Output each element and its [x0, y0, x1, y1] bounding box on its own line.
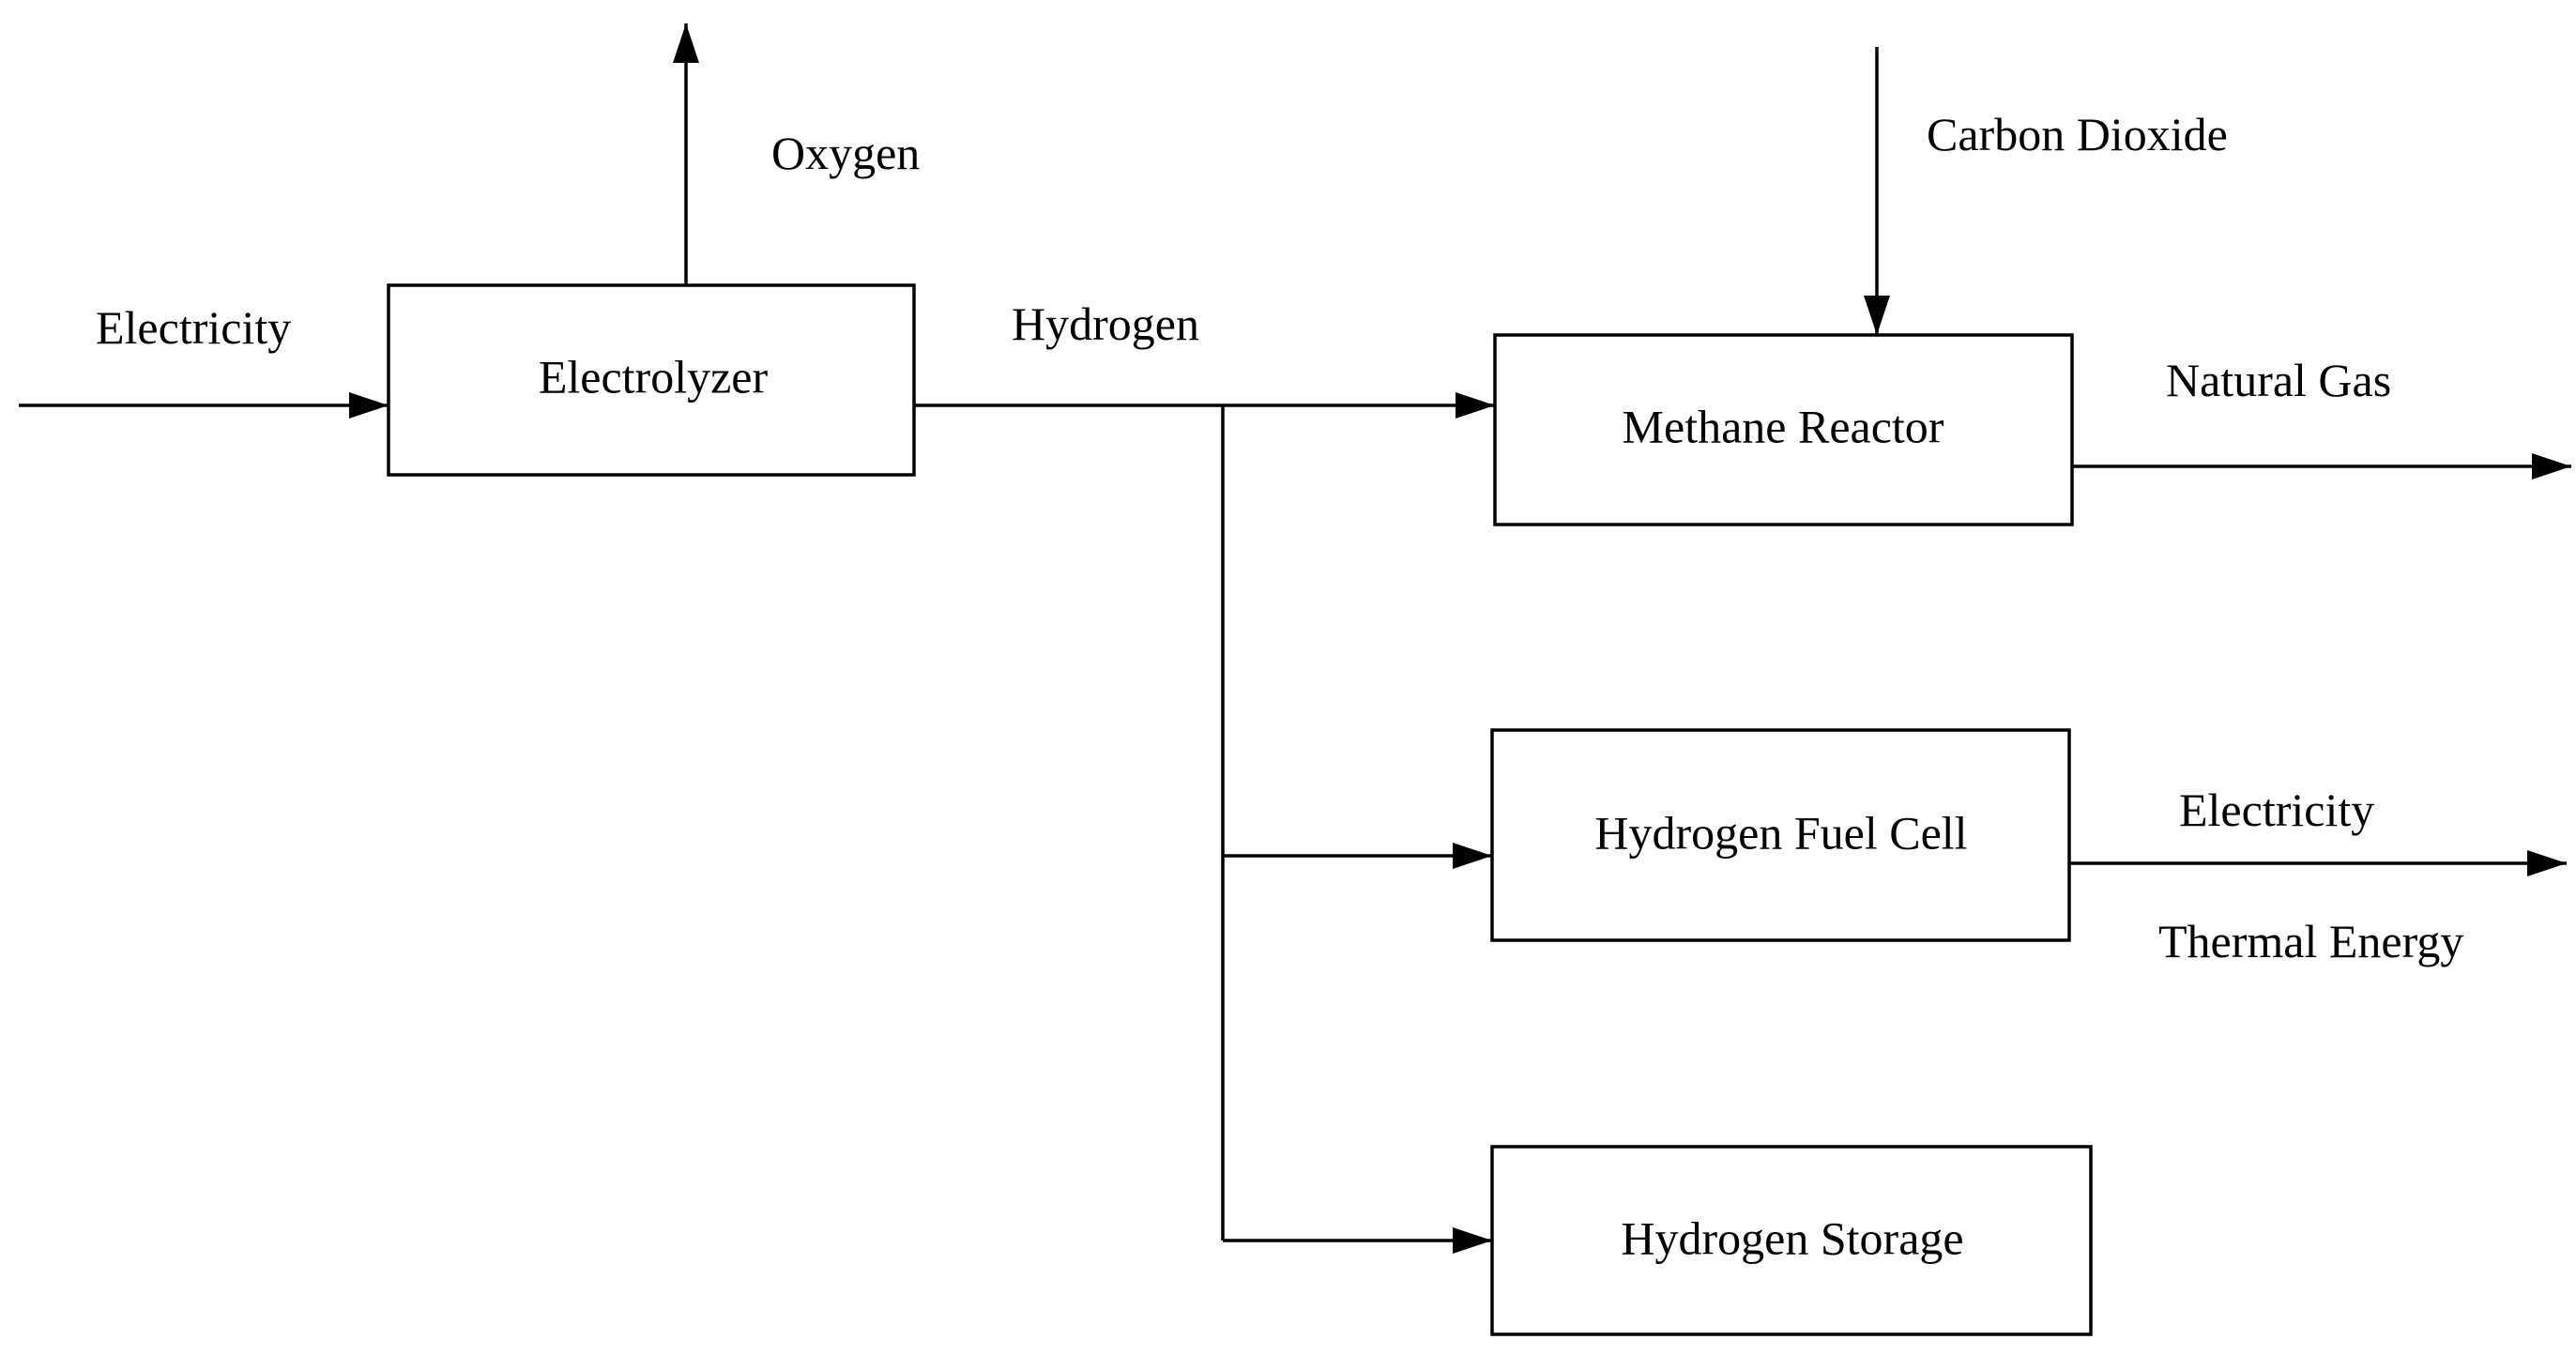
hydrogen-storage-box: [1490, 1145, 2093, 1336]
carbon-dioxide-label: Carbon Dioxide: [1927, 108, 2228, 160]
electrolyzer-box: [387, 283, 916, 477]
electricity-output-label: Electricity: [2179, 784, 2374, 836]
methane-reactor-box: [1493, 333, 2074, 526]
electricity-input-label: Electricity: [96, 301, 291, 354]
natural-gas-label: Natural Gas: [2166, 354, 2391, 406]
hydrogen-fuel-cell-box: [1490, 728, 2071, 942]
thermal-energy-label: Thermal Energy: [2158, 915, 2463, 967]
hydrogen-label: Hydrogen: [1012, 297, 1199, 350]
electrolyzer-label: Electrolyzer: [539, 350, 769, 403]
oxygen-label: Oxygen: [771, 127, 920, 179]
hydrogen-storage-label: Hydrogen Storage: [1621, 1211, 1963, 1264]
methane-reactor-label: Methane Reactor: [1623, 400, 1944, 452]
hydrogen-fuel-cell-label: Hydrogen Fuel Cell: [1594, 806, 1967, 859]
